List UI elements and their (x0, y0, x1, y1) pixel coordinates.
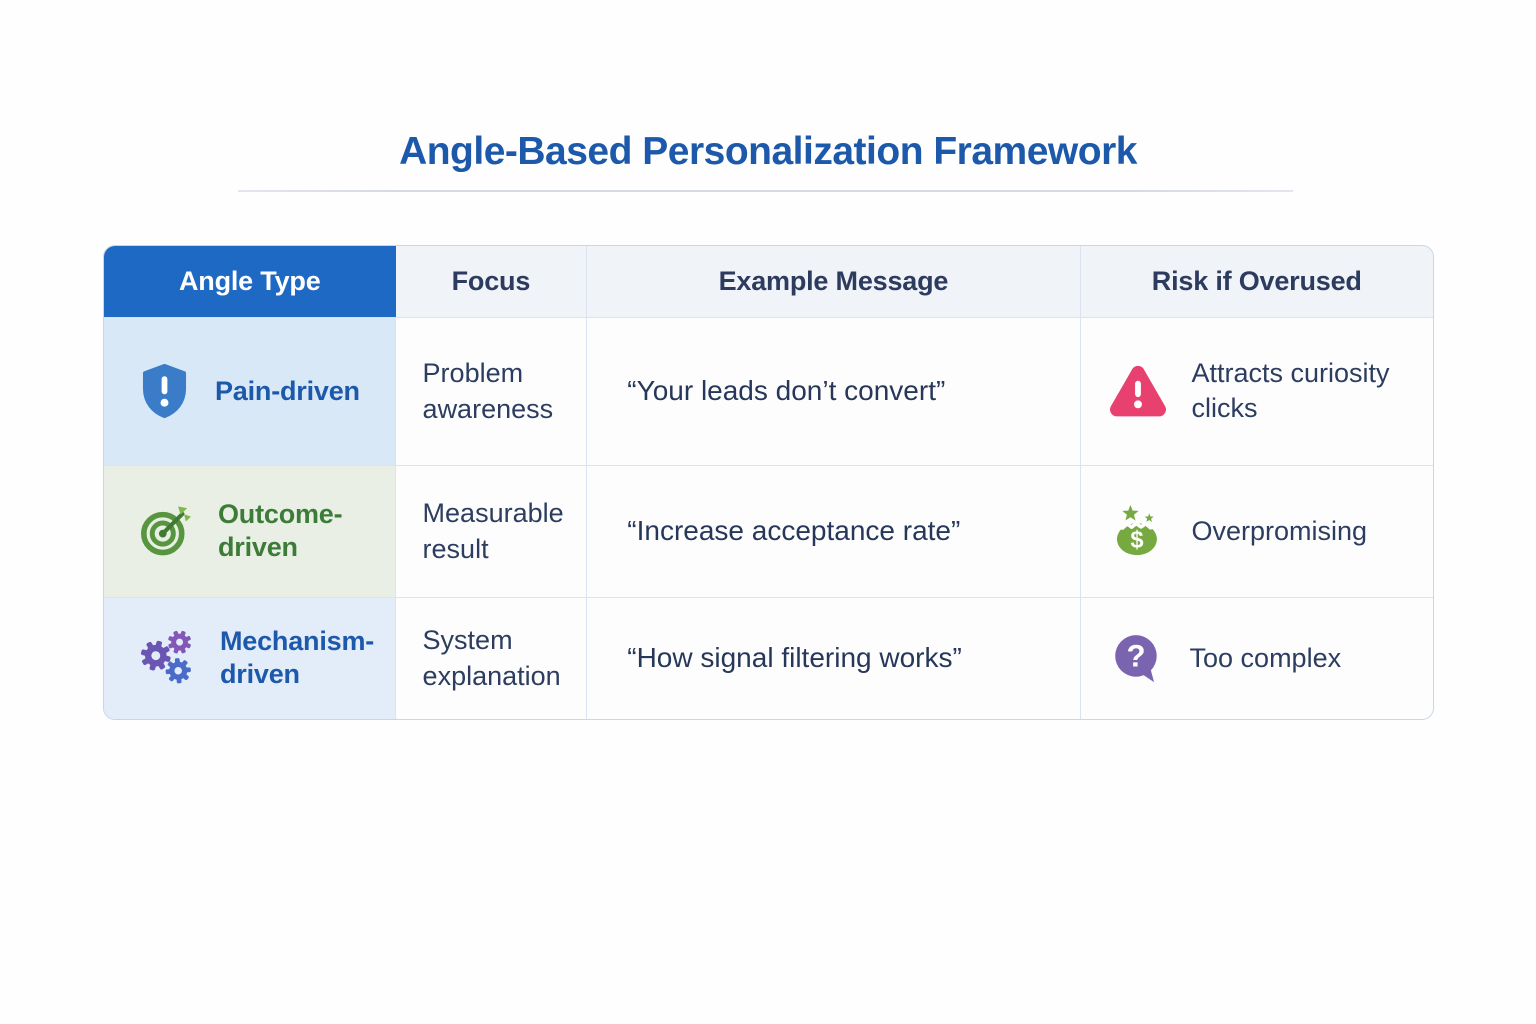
angle-label: Mechanism-driven (220, 626, 375, 690)
angle-label: Outcome-driven (218, 499, 343, 563)
risk-text: Too complex (1189, 642, 1342, 673)
page-title: Angle-Based Personalization Framework (399, 130, 1137, 173)
example-message-text: “Your leads don’t convert” (627, 375, 946, 407)
example-message-text: “Increase acceptance rate” (627, 515, 961, 547)
focus-text: Measurable result (422, 497, 564, 565)
risk-cell: ? Too complex (1080, 597, 1433, 719)
question-bubble-icon: ? (1110, 631, 1164, 685)
table-row-pain-angle-cell: Pain-driven (104, 317, 396, 467)
example-message-text: “How signal filtering works” (627, 642, 962, 674)
focus-cell: System explanation (395, 597, 588, 719)
framework-table: Angle Type Focus Example Message Risk if… (103, 245, 1434, 720)
risk-text: Overpromising (1191, 515, 1368, 546)
title-divider (238, 190, 1293, 192)
svg-text:?: ? (1126, 639, 1145, 674)
risk-cell: $ Overpromising (1080, 466, 1433, 598)
shield-exclamation-icon (138, 361, 191, 421)
example-message-cell: “How signal filtering works” (587, 597, 1081, 719)
focus-cell: Measurable result (395, 466, 588, 598)
column-header-angle-type: Angle Type (104, 246, 396, 318)
target-arrow-icon (138, 503, 194, 559)
table-row-outcome-angle-cell: Outcome-driven (104, 466, 396, 598)
risk-cell: Attracts curiosity clicks (1080, 317, 1433, 467)
focus-text: Problem awareness (422, 357, 554, 425)
warning-triangle-icon (1109, 365, 1166, 417)
column-header-example-message: Example Message (587, 246, 1081, 318)
example-message-cell: “Your leads don’t convert” (587, 317, 1081, 467)
focus-cell: Problem awareness (395, 317, 588, 467)
focus-text: System explanation (422, 624, 561, 692)
risk-text: Attracts curiosity clicks (1191, 358, 1390, 424)
column-header-risk-if-overused: Risk if Overused (1080, 246, 1433, 318)
svg-text:$: $ (1130, 528, 1143, 554)
angle-label: Pain-driven (215, 375, 360, 406)
example-message-cell: “Increase acceptance rate” (587, 466, 1081, 598)
money-bag-icon: $ (1110, 503, 1166, 559)
table-row-mechanism-angle-cell: Mechanism-driven (104, 597, 396, 719)
column-header-focus: Focus (395, 246, 588, 318)
gears-icon (138, 629, 196, 687)
